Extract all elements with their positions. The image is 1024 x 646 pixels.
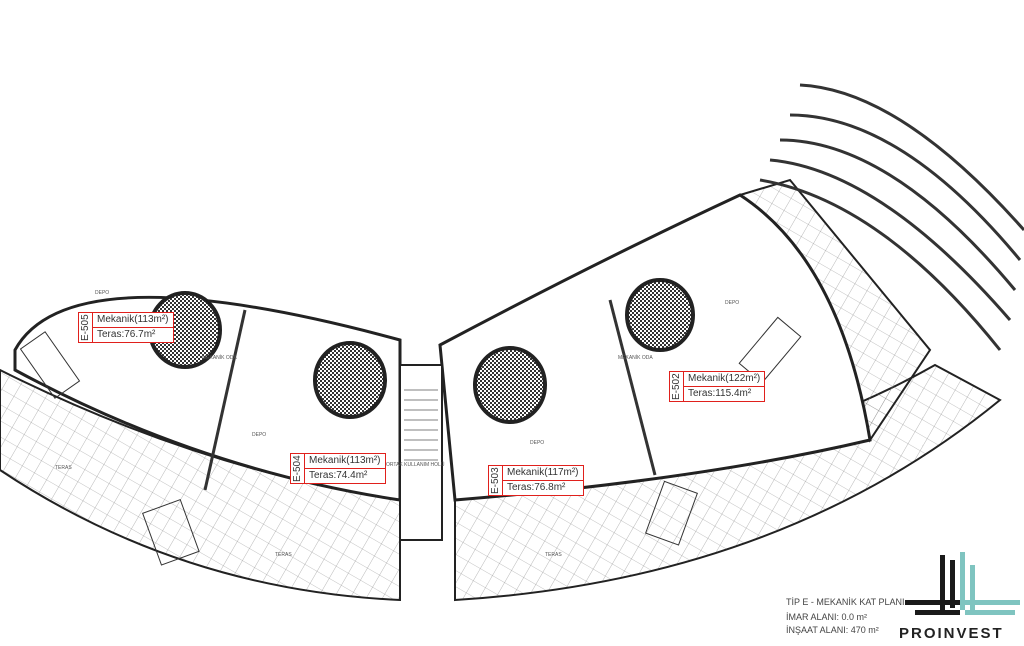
- room-label-teras: TERAS: [55, 465, 72, 471]
- unit-mekanik: Mekanik(113m²): [93, 313, 173, 328]
- brand-name: PROINVEST: [899, 625, 1004, 642]
- unit-id: E-504: [291, 454, 305, 483]
- room-label-ortak-hol: ORTAK KULLANIM HOLÜ: [386, 462, 445, 468]
- unit-tag-e502: E-502 Mekanik(122m²)Teras:115.4m²: [669, 371, 766, 402]
- unit-teras: Teras:76.7m²: [97, 329, 156, 340]
- imar-area: İMAR ALANI: 0.0 m²: [786, 612, 868, 622]
- room-label-depo: DEPO: [95, 290, 110, 296]
- unit-mekanik: Mekanik(113m²): [305, 454, 385, 469]
- unit-tag-e504: E-504 Mekanik(113m²)Teras:74.4m²: [290, 453, 386, 484]
- tank: [473, 346, 547, 424]
- dividing-walls: [203, 299, 657, 491]
- tank: [313, 341, 387, 419]
- unit-mekanik: Mekanik(122m²): [684, 372, 765, 387]
- unit-teras: Teras:74.4m²: [309, 470, 368, 481]
- terrace-left: [0, 368, 401, 602]
- tank: [625, 278, 695, 352]
- core-stair-treads: [404, 389, 438, 461]
- unit-id: E-503: [489, 466, 503, 495]
- unit-id: E-502: [670, 372, 684, 401]
- room-label-depo: DEPO: [530, 440, 545, 446]
- room-label-teras: TERAS: [275, 552, 292, 558]
- room-label-mekanik-oda: MEKANİK ODA: [202, 355, 237, 361]
- stair-core: [399, 364, 443, 541]
- unit-tag-e503: E-503 Mekanik(117m²)Teras:76.8m²: [488, 465, 584, 496]
- insaat-area: İNŞAAT ALANI: 470 m²: [786, 625, 879, 635]
- room-label-mekanik-oda: MEKANİK ODA: [618, 355, 653, 361]
- plan-title: TİP E - MEKANİK KAT PLANI: [786, 597, 905, 607]
- unit-id: E-505: [79, 313, 93, 342]
- unit-teras: Teras:115.4m²: [688, 388, 752, 399]
- room-label-depo: DEPO: [725, 300, 740, 306]
- unit-teras: Teras:76.8m²: [507, 482, 566, 493]
- room-label-depo: DEPO: [252, 432, 267, 438]
- stepped-outer-edges: [759, 83, 1024, 351]
- unit-mekanik: Mekanik(117m²): [503, 466, 583, 481]
- unit-tag-e505: E-505 Mekanik(113m²)Teras:76.7m²: [78, 312, 174, 343]
- room-label-teras: TERAS: [545, 552, 562, 558]
- proinvest-logo-icon: [905, 552, 1020, 615]
